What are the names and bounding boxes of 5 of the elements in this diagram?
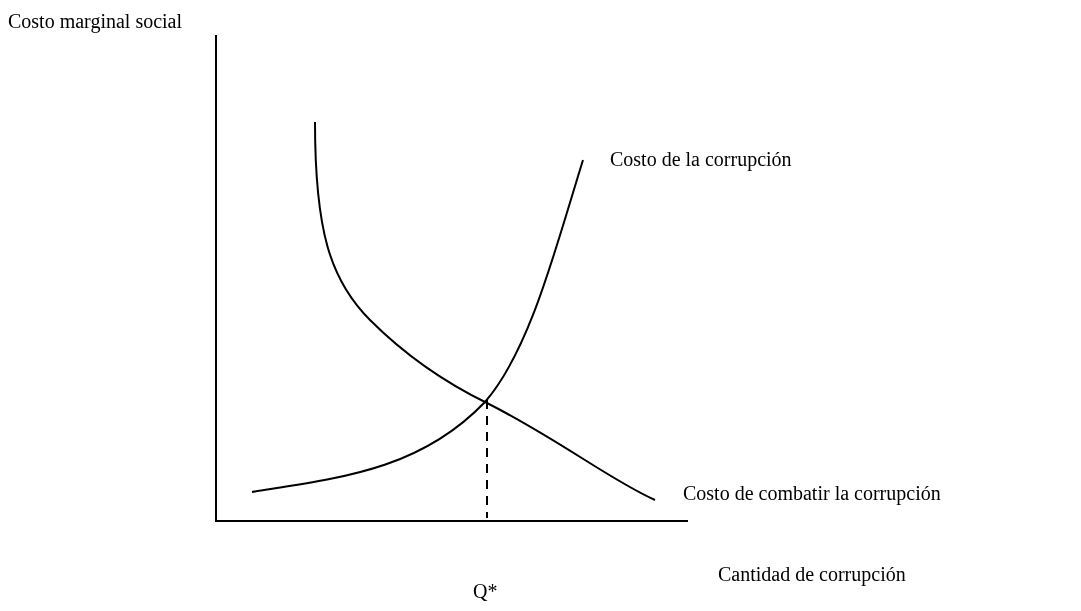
axis-label: Costo marginal social (8, 9, 183, 34)
curve-label: Costo de combatir la corrupción (683, 481, 941, 506)
axis-label: Cantidad de corrupción (718, 562, 906, 587)
curve-label: Costo de la corrupción (610, 147, 792, 172)
axis-label: Q* (473, 579, 498, 604)
